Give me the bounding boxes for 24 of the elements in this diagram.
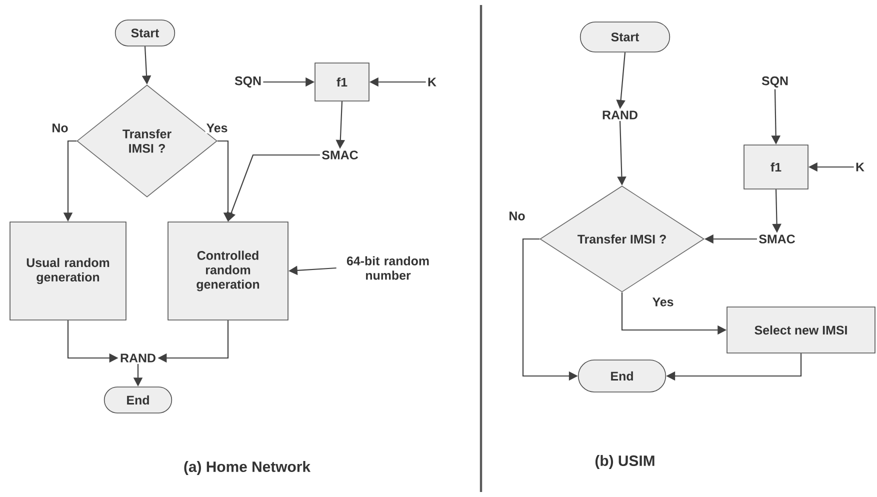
- process-box: f1: [314, 62, 370, 102]
- caption: (b) USIM: [595, 455, 654, 469]
- process-box: Select new IMSI: [726, 306, 876, 354]
- signal-label: SQN: [234, 76, 261, 88]
- signal-label: SMAC: [759, 234, 795, 244]
- terminator: Start: [580, 22, 670, 52]
- terminator: End: [104, 386, 172, 414]
- signal-label: RAND: [120, 354, 156, 362]
- process-box: Usual random generation: [10, 222, 126, 320]
- signal-label: 64-bit random number: [346, 256, 429, 280]
- edge-label: Yes: [205, 122, 229, 134]
- process-box: f1: [744, 144, 808, 190]
- signal-label: K: [856, 162, 864, 172]
- edge-label: No: [50, 122, 70, 134]
- signal-label: SMAC: [322, 150, 358, 160]
- process-box: Controlled random generation: [168, 222, 288, 320]
- signal-label: K: [428, 78, 436, 86]
- signal-label: SQN: [762, 76, 788, 88]
- terminator: End: [578, 360, 666, 392]
- edge-label: No: [508, 210, 526, 222]
- signal-label: RAND: [602, 110, 638, 120]
- edge-label: Yes: [651, 296, 675, 308]
- caption: (a) Home Network: [184, 461, 311, 475]
- terminator: Start: [114, 20, 176, 46]
